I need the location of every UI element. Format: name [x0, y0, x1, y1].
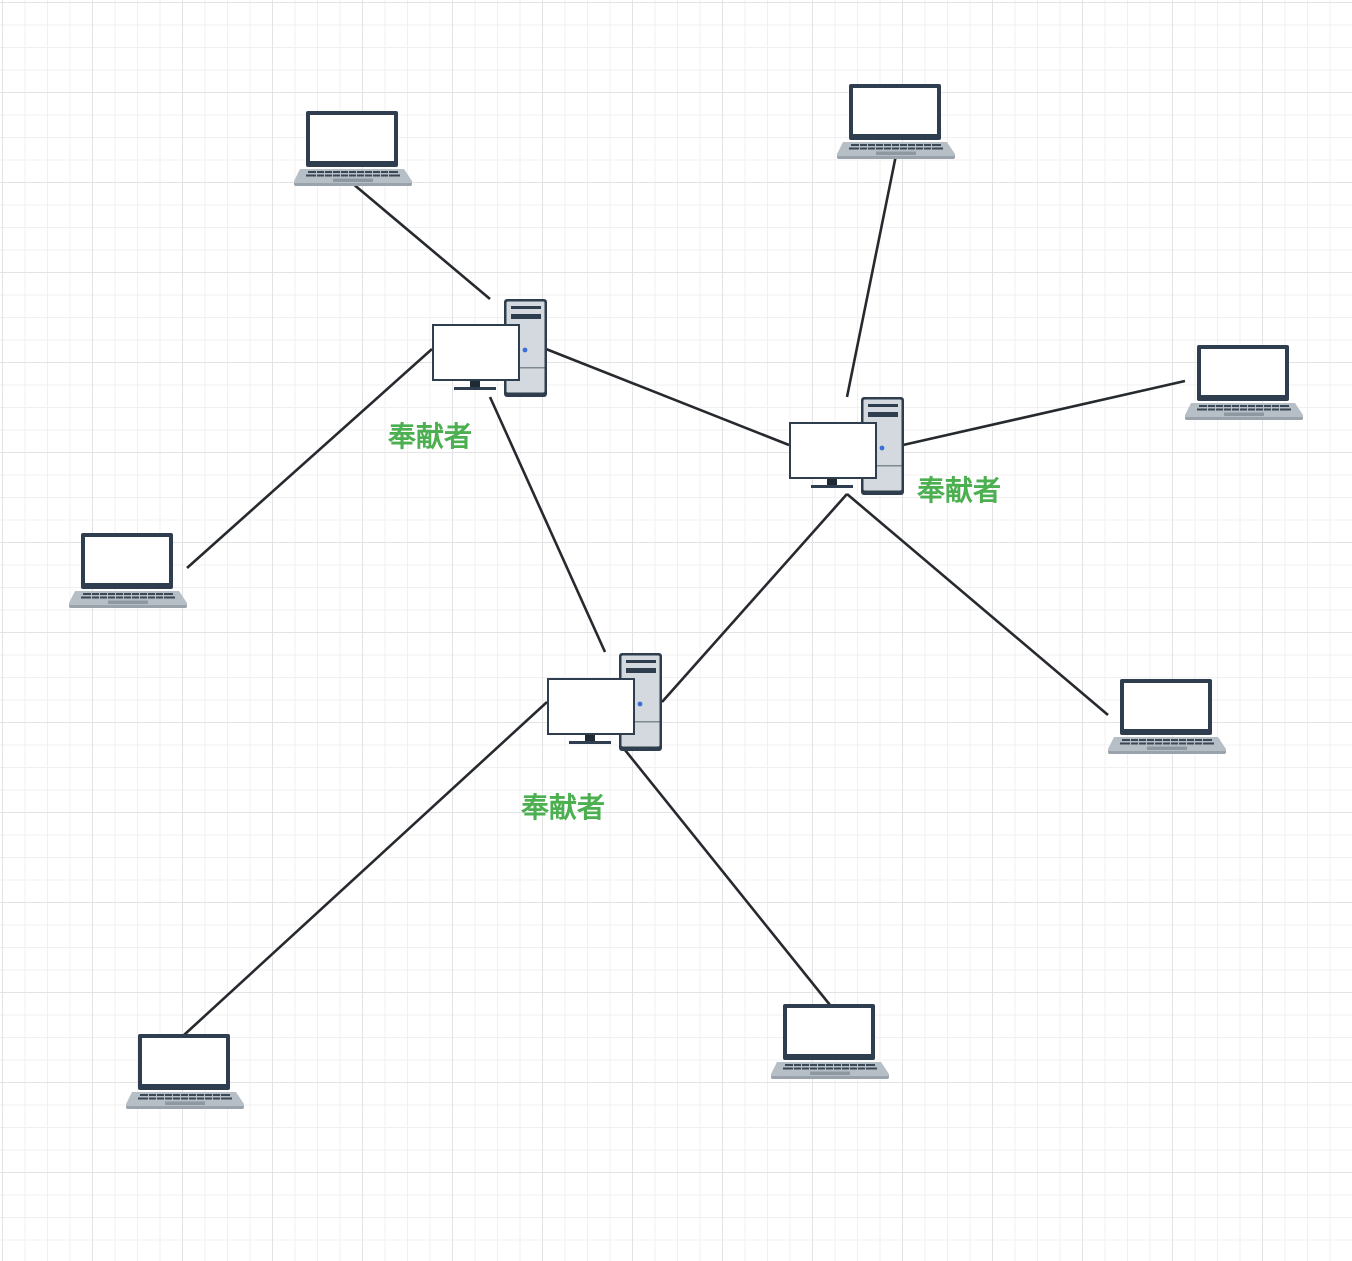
edge-s3-c7	[623, 749, 832, 1006]
server-label-s1: 奉献者	[388, 420, 473, 453]
client-node-c3[interactable]	[69, 533, 187, 608]
laptop-icon	[294, 111, 412, 186]
laptop-icon	[1185, 345, 1303, 420]
client-node-c2[interactable]	[837, 84, 955, 159]
edge-c2-s2	[845, 154, 898, 398]
laptop-icon	[1108, 679, 1226, 754]
server-node-s3[interactable]	[547, 653, 662, 751]
server-label-s2: 奉献者	[917, 474, 1002, 507]
edge-c3-s1	[186, 348, 433, 569]
client-node-c1[interactable]	[294, 111, 412, 186]
client-node-c6[interactable]	[126, 1034, 244, 1109]
client-node-c4[interactable]	[1185, 345, 1303, 420]
edge-s2-c5	[846, 493, 1109, 716]
client-node-c5[interactable]	[1108, 679, 1226, 754]
desktop-computer-icon	[789, 397, 904, 495]
edge-c4-s2	[902, 379, 1186, 447]
server-node-s2[interactable]	[789, 397, 904, 495]
laptop-icon	[771, 1004, 889, 1079]
edge-s1-s3	[488, 396, 607, 653]
server-label-s3: 奉献者	[521, 791, 606, 824]
edge-s3-c6	[183, 701, 548, 1036]
desktop-computer-icon	[547, 653, 662, 751]
laptop-icon	[69, 533, 187, 608]
edge-s2-s3	[661, 493, 848, 703]
server-node-s1[interactable]	[432, 299, 547, 397]
edge-c1-s1	[351, 182, 491, 300]
client-node-c7[interactable]	[771, 1004, 889, 1079]
desktop-computer-icon	[432, 299, 547, 397]
edge-s1-s2	[545, 347, 790, 447]
laptop-icon	[126, 1034, 244, 1109]
connections	[183, 154, 1186, 1036]
laptop-icon	[837, 84, 955, 159]
